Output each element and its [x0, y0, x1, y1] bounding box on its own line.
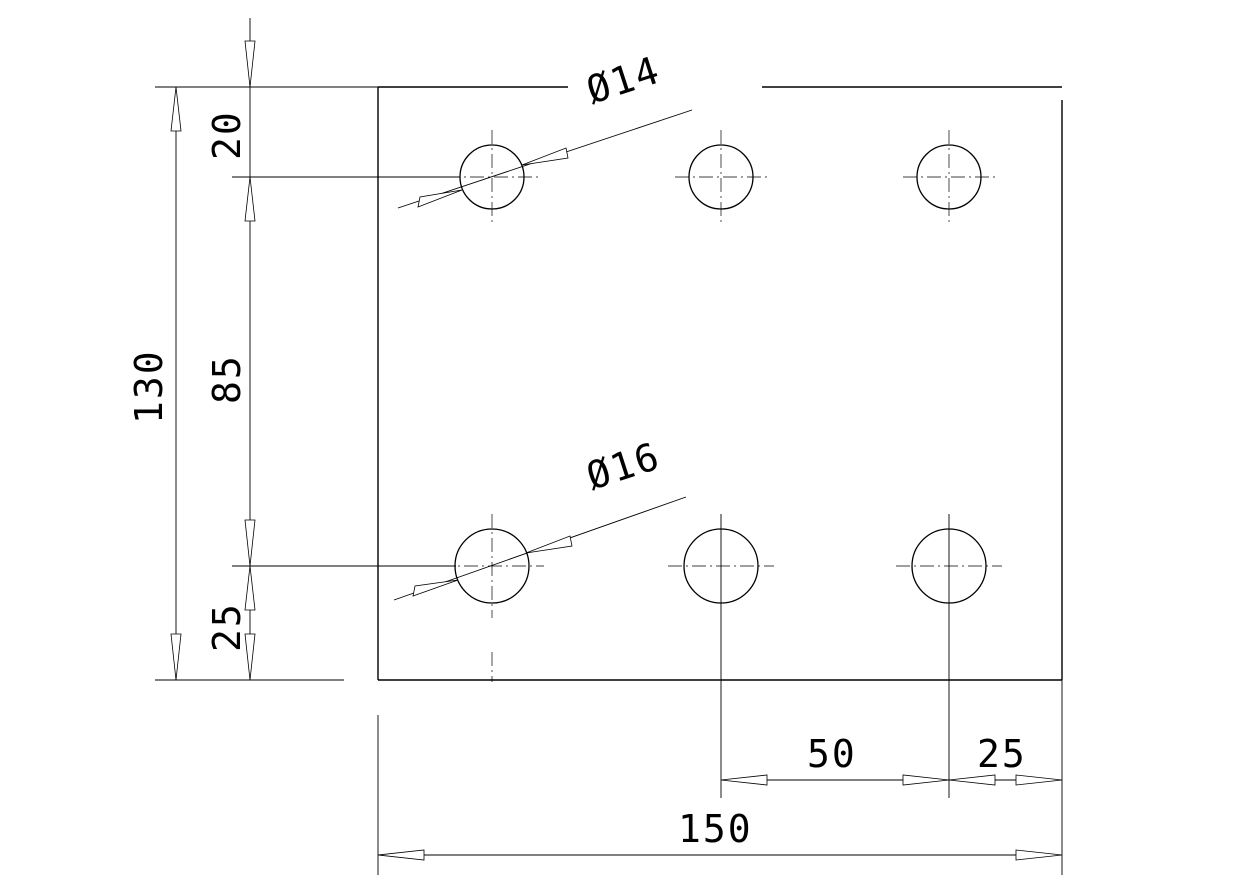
bottom-extension-lines — [377, 680, 1063, 875]
diameter-leader-bottom — [393, 496, 687, 601]
dimension-label-row-spacing: 85 — [205, 354, 249, 404]
holes-top-row — [446, 130, 995, 224]
dimension-label-overall-width: 150 — [678, 807, 753, 851]
dimension-label-bottom-offset: 25 — [205, 602, 249, 652]
diameter-leader-top — [397, 109, 693, 209]
dimension-line-column-pitch — [720, 774, 1063, 786]
dimension-line-chain-vertical — [244, 18, 256, 681]
dimension-label-top-offset: 20 — [205, 110, 249, 160]
dimension-line-overall-width — [377, 849, 1063, 861]
dimension-label-right-edge-offset: 25 — [977, 732, 1027, 776]
dimension-line-overall-height — [170, 86, 182, 681]
left-extension-lines — [155, 86, 460, 681]
dimension-label-overall-height: 130 — [127, 349, 171, 424]
dimension-label-column-pitch: 50 — [807, 732, 857, 776]
column-extension-lines — [720, 514, 950, 798]
diameter-label-bottom: Ø16 — [581, 434, 666, 499]
diameter-label-top: Ø14 — [581, 48, 666, 113]
plate-outline — [377, 86, 1063, 681]
